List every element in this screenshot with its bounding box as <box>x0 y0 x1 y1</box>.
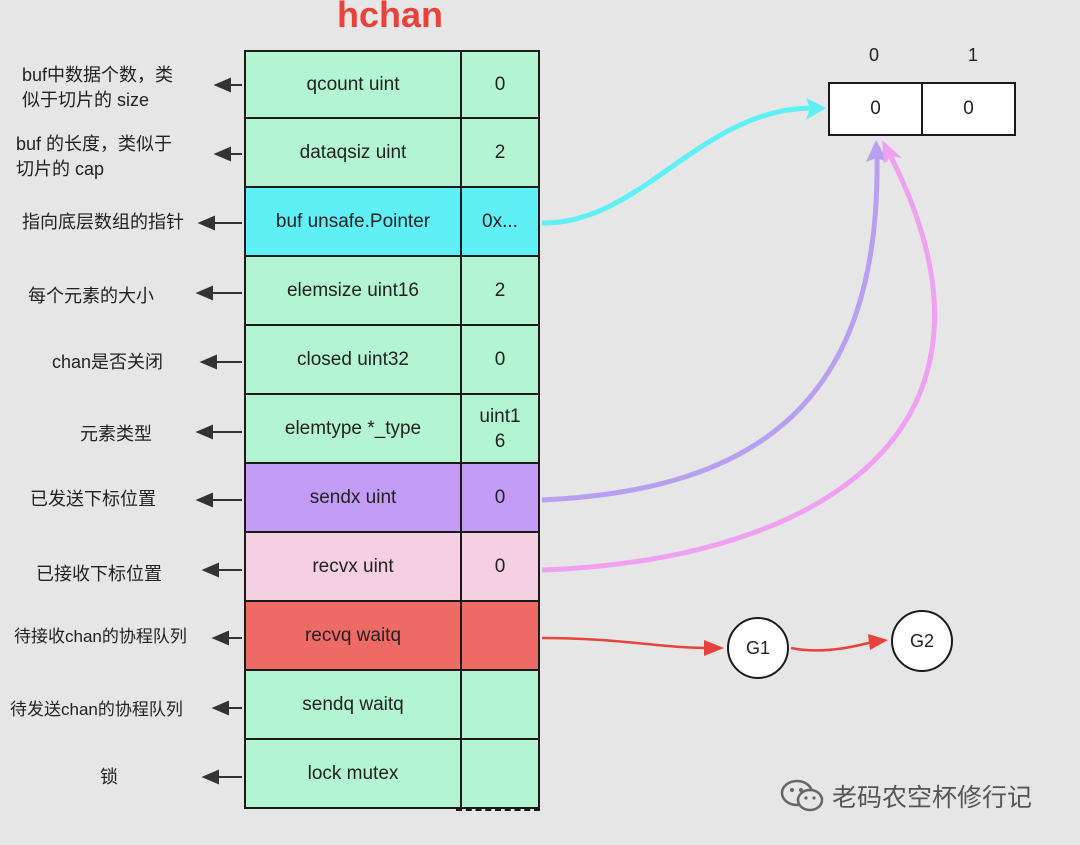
pointer-arrowhead <box>197 215 215 231</box>
goroutine-g1: G1 <box>727 617 789 679</box>
row-qcount: qcount uint 0 <box>244 50 540 119</box>
pointer-arrowhead <box>201 769 219 785</box>
watermark-text: 老码农空杯修行记 <box>832 784 1033 812</box>
desc-sendq: 待发送chan的协程队列 <box>10 700 183 719</box>
pointer-arrowhead <box>211 700 229 716</box>
recvx-arrow <box>541 153 937 573</box>
desc-dataqsiz: buf 的长度，类似于 切片的 cap <box>16 134 173 179</box>
recvq-arrow <box>541 636 709 650</box>
struct-title: hchan <box>336 0 443 35</box>
field-name: recvq waitq <box>246 602 462 669</box>
row-sendq: sendq waitq <box>244 671 540 740</box>
field-name: lock mutex <box>246 740 462 807</box>
field-name: buf unsafe.Pointer <box>246 188 462 255</box>
row-sendx: sendx uint 0 <box>244 464 540 533</box>
hchan-struct: qcount uint 0 dataqsiz uint 2 buf unsafe… <box>244 50 540 809</box>
field-value: 0 <box>494 349 506 370</box>
desc-sendx: 已发送下标位置 <box>30 489 156 509</box>
desc-qcount: buf中数据个数，类 似于切片的 size <box>22 65 174 110</box>
row-closed: closed uint32 0 <box>244 326 540 395</box>
row-elemsize: elemsize uint16 2 <box>244 257 540 326</box>
recvq-arrowhead <box>704 640 724 656</box>
field-name: elemtype *_type <box>246 395 462 462</box>
desc-recvq: 待接收chan的协程队列 <box>14 627 187 646</box>
field-name: sendq waitq <box>246 671 462 738</box>
field-value <box>462 671 538 738</box>
array-index-1: 1 <box>968 45 979 65</box>
array-cell: 0 <box>830 84 923 134</box>
row-dataqsiz: dataqsiz uint 2 <box>244 119 540 188</box>
pointer-arrowhead <box>211 630 229 646</box>
field-value <box>462 740 538 807</box>
field-value: 0x... <box>482 211 518 232</box>
field-value: 0 <box>494 487 506 508</box>
row-recvq: recvq waitq <box>244 602 540 671</box>
field-value: 2 <box>494 280 506 301</box>
desc-closed: chan是否关闭 <box>52 352 164 372</box>
field-name: qcount uint <box>246 52 462 117</box>
field-value: 2 <box>494 142 506 163</box>
desc-elemtype: 元素类型 <box>80 424 152 444</box>
desc-elemsize: 每个元素的大小 <box>28 286 154 306</box>
field-name: closed uint32 <box>246 326 462 393</box>
field-value <box>462 602 538 669</box>
field-name: elemsize uint16 <box>246 257 462 324</box>
row-elemtype: elemtype *_type uint1 6 <box>244 395 540 464</box>
pointer-arrowhead <box>195 492 213 508</box>
pointer-arrowhead <box>213 77 231 93</box>
pointer-arrowhead <box>195 285 213 301</box>
row-lock: lock mutex <box>244 740 540 809</box>
array-cell: 0 <box>963 98 974 119</box>
goroutine-g2: G2 <box>891 610 953 672</box>
field-value: 0 <box>494 556 506 577</box>
row-recvx: recvx uint 0 <box>244 533 540 602</box>
g1-g2-arrow <box>790 640 873 652</box>
buf-pointer-arrowhead <box>806 98 826 120</box>
pointer-arrowhead <box>199 354 217 370</box>
field-name: dataqsiz uint <box>246 119 462 186</box>
recvx-arrowhead <box>882 140 902 164</box>
field-value: uint1 6 <box>479 405 521 452</box>
g1-g2-arrowhead <box>868 634 888 650</box>
row-buf: buf unsafe.Pointer 0x... <box>244 188 540 257</box>
array-index-0: 0 <box>869 45 880 65</box>
desc-lock: 锁 <box>100 767 118 787</box>
watermark: 老码农空杯修行记 <box>780 778 1032 814</box>
sendx-arrow <box>541 157 880 503</box>
pointer-arrowhead <box>195 424 213 440</box>
field-name: sendx uint <box>246 464 462 531</box>
wechat-icon <box>780 779 824 812</box>
pointer-arrowhead <box>201 562 219 578</box>
pointer-arrowhead <box>213 146 231 162</box>
desc-recvx: 已接收下标位置 <box>36 564 162 584</box>
desc-buf: 指向底层数组的指针 <box>22 212 184 232</box>
sendx-arrowhead <box>866 140 888 162</box>
buf-pointer-arrow <box>541 105 811 226</box>
buffer-array: 0 0 <box>828 82 1016 136</box>
field-name: recvx uint <box>246 533 462 600</box>
field-value: 0 <box>494 74 506 95</box>
